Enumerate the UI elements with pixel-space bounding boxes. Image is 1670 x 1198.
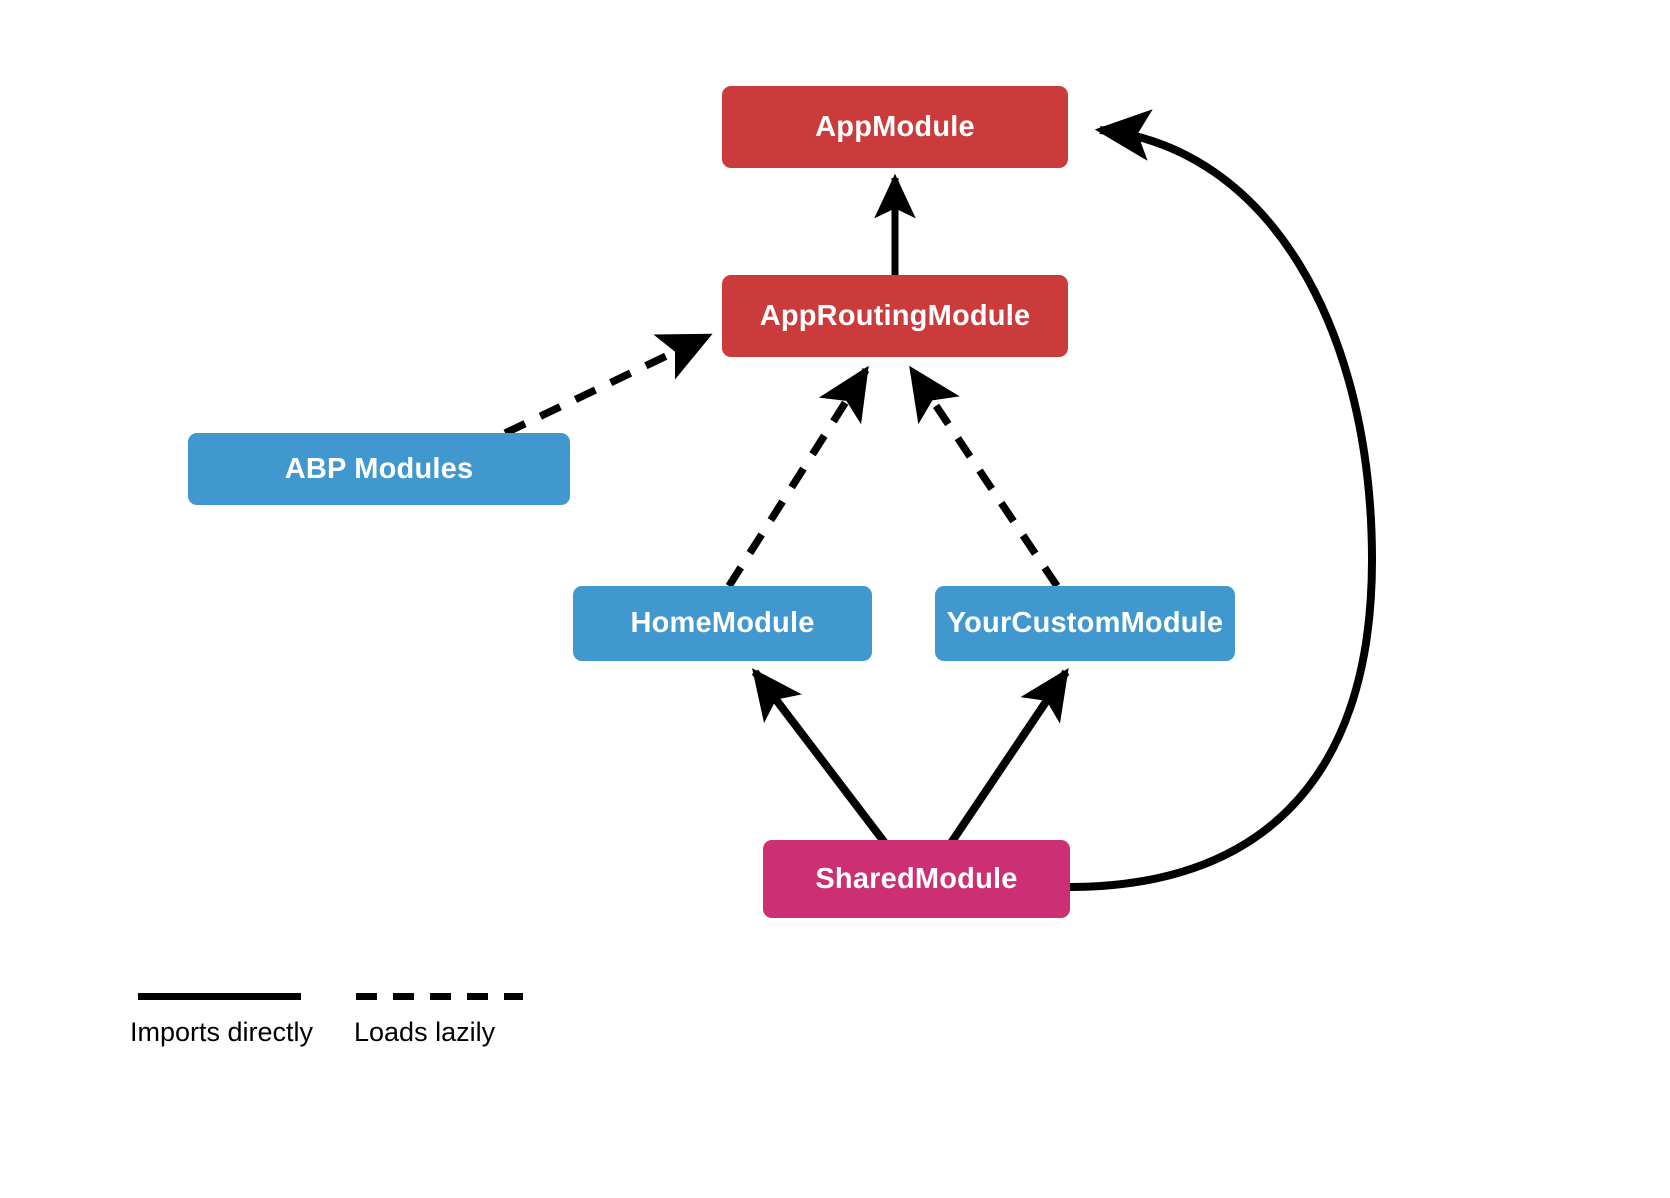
edge-shared-to-app-curve <box>1069 109 1377 891</box>
node-abp-modules[interactable]: ABP Modules <box>188 433 570 505</box>
node-app-routing-module[interactable]: AppRoutingModule <box>722 275 1068 357</box>
legend-solid-label: Imports directly <box>130 1017 314 1047</box>
legend-solid-line-swatch <box>138 993 301 1000</box>
node-shared-module-label: SharedModule <box>815 862 1018 895</box>
edge-custom-to-approuting <box>908 365 1061 589</box>
node-app-module-label: AppModule <box>815 110 975 143</box>
edge-shared-to-custom <box>947 667 1070 846</box>
legend-item-imports-directly: Imports directly <box>130 985 330 1065</box>
node-your-custom-module-label: YourCustomModule <box>946 607 1224 639</box>
legend-item-loads-lazily: Loads lazily <box>345 985 545 1065</box>
node-app-routing-module-label: AppRoutingModule <box>759 299 1031 332</box>
node-home-module[interactable]: HomeModule <box>573 586 872 661</box>
legend: Imports directly Loads lazily <box>130 985 550 1065</box>
legend-dashed-label: Loads lazily <box>354 1017 496 1047</box>
legend-dashed-line-swatch <box>356 993 523 1000</box>
node-shared-module[interactable]: SharedModule <box>763 840 1070 918</box>
edge-home-to-approuting <box>725 365 870 589</box>
node-your-custom-module[interactable]: YourCustomModule <box>935 586 1235 661</box>
node-app-module[interactable]: AppModule <box>722 86 1068 168</box>
node-home-module-label: HomeModule <box>630 607 815 639</box>
edge-shared-to-home <box>751 668 889 846</box>
node-abp-modules-label: ABP Modules <box>284 452 474 485</box>
